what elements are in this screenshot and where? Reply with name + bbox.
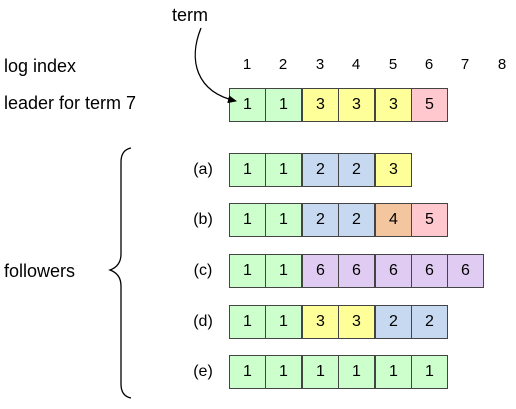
log-entry: 1 [338,355,375,389]
log-entry: 5 [411,88,448,122]
log-entry: 1 [265,88,302,122]
log-entry: 5 [411,203,448,237]
log-entry: 1 [265,203,302,237]
log-entry: 3 [302,88,339,122]
log-entry: 3 [375,88,412,122]
log-index-number: 2 [278,56,288,73]
leader-label: leader for term 7 [4,93,137,113]
log-entry: 1 [265,153,302,187]
log-entry: 2 [302,153,339,187]
log-index-number: 6 [424,56,434,73]
log-entry: 1 [229,355,266,389]
log-entry: 3 [375,153,412,187]
log-entry: 4 [375,203,412,237]
log-entry: 6 [338,254,375,288]
log-entry: 6 [302,254,339,288]
log-entry: 2 [338,153,375,187]
follower-label: (c) [193,262,213,279]
follower-label: (a) [193,161,213,178]
log-entry: 1 [411,355,448,389]
follower-label: (d) [193,313,213,330]
log-entry: 6 [447,254,484,288]
log-index-number: 8 [497,56,507,73]
log-entry: 6 [411,254,448,288]
log-entry: 1 [265,355,302,389]
log-entry: 1 [375,355,412,389]
log-entry: 1 [302,355,339,389]
log-entry: 1 [265,305,302,339]
follower-label: (b) [193,211,213,228]
log-index-label: log index [4,56,77,76]
followers-label: followers [4,261,76,281]
log-index-number: 7 [460,56,470,73]
log-index-number: 3 [315,56,325,73]
log-entry: 3 [338,88,375,122]
log-entry: 1 [265,254,302,288]
followers-brace [108,147,132,399]
log-index-number: 1 [242,56,252,73]
log-entry: 1 [229,203,266,237]
log-entry: 2 [411,305,448,339]
log-entry: 2 [375,305,412,339]
log-index-number: 4 [351,56,361,73]
term-label: term [172,5,208,25]
log-entry: 1 [229,254,266,288]
log-entry: 3 [338,305,375,339]
follower-label: (e) [193,363,213,380]
log-entry: 1 [229,153,266,187]
term-pointer-arrow [194,27,237,104]
log-index-number: 5 [388,56,398,73]
log-entry: 2 [338,203,375,237]
